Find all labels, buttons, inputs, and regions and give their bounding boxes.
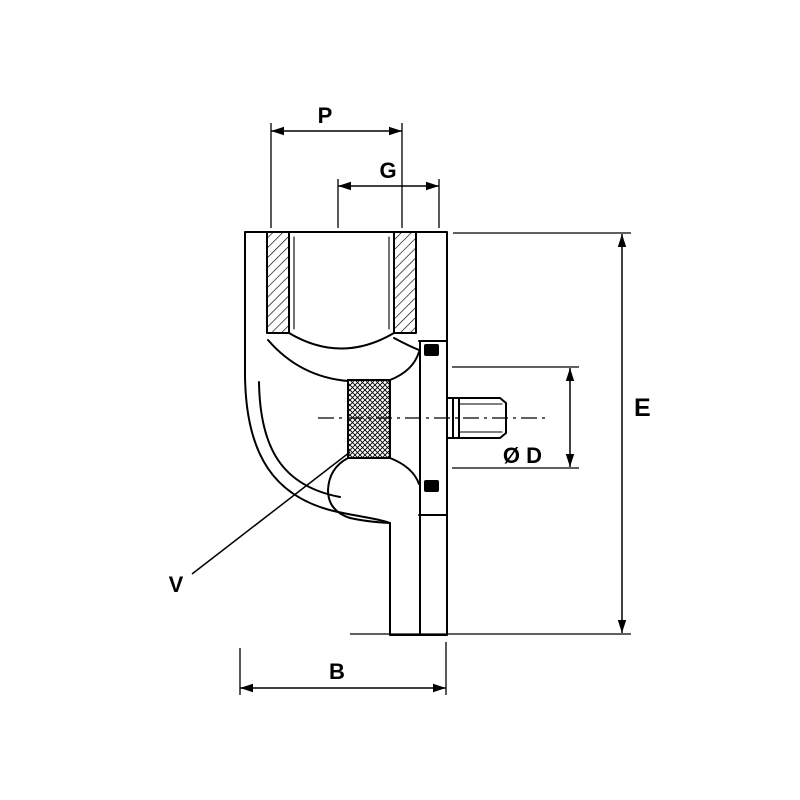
bore-bottom-cone xyxy=(267,332,420,382)
dimension-g: G xyxy=(337,158,440,228)
dim-label-e: E xyxy=(634,394,651,422)
part-outline xyxy=(244,231,448,636)
part-geometry xyxy=(244,231,547,636)
dimension-e: E xyxy=(350,232,651,635)
dim-label-v: V xyxy=(169,572,184,597)
dimension-d: Ø D xyxy=(452,366,579,469)
thread-wall-right xyxy=(393,231,417,334)
dimension-b: B xyxy=(239,642,447,695)
dimension-p-extension-lines xyxy=(270,123,403,228)
thread-hatch-left xyxy=(267,232,289,333)
o-ring-top xyxy=(424,344,439,356)
stud-thread-minor xyxy=(458,403,503,433)
dim-label-b: B xyxy=(329,659,345,684)
dimension-p: P xyxy=(270,103,403,228)
flange xyxy=(418,340,448,636)
valve-insert-crosshatch xyxy=(347,379,391,459)
dim-label-d: Ø D xyxy=(503,443,542,468)
dimensions: P G E Ø D B V xyxy=(169,103,651,695)
dimension-e-extension-lines xyxy=(350,232,631,635)
leader-v: V xyxy=(169,451,351,597)
dimension-d-extension-lines xyxy=(452,366,579,469)
thread-wall-left xyxy=(266,231,290,334)
dim-label-p: P xyxy=(318,103,333,128)
chamber-walls xyxy=(327,351,420,524)
boss-inner-arc xyxy=(258,381,341,498)
o-ring-bottom xyxy=(424,480,439,492)
leader-v-line xyxy=(191,451,351,575)
dim-label-g: G xyxy=(379,158,396,183)
thread-hatch-right xyxy=(394,232,416,333)
